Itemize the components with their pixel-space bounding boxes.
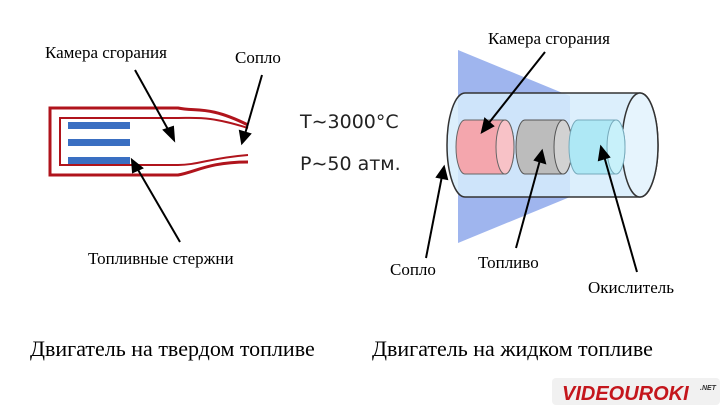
videouroki-logo: VIDEOUROKI .NET xyxy=(552,378,720,405)
formula-temperature: T∼3000°C xyxy=(299,111,399,133)
label-liquid-fuel: Топливо xyxy=(478,253,539,272)
fuel-rod xyxy=(68,157,130,164)
arrow-liquid-nozzle xyxy=(425,175,443,259)
label-liquid-chamber: Камера сгорания xyxy=(488,29,610,48)
label-liquid-nozzle: Сопло xyxy=(390,260,436,279)
arrowhead xyxy=(238,129,252,146)
label-solid-rods: Топливные стержни xyxy=(88,249,234,268)
arrowhead xyxy=(597,144,611,162)
tank-front-cap xyxy=(621,92,659,198)
arrowhead xyxy=(435,164,449,181)
arrowhead xyxy=(130,157,144,174)
arrow-liquid-chamber xyxy=(487,51,546,125)
arrowhead xyxy=(480,117,495,134)
arrowhead xyxy=(533,148,547,165)
caption-liquid-engine: Двигатель на жидком топливе xyxy=(372,336,653,361)
solid-engine-arrows xyxy=(130,69,263,243)
arrow-liquid-oxidizer xyxy=(603,155,638,273)
logo-background xyxy=(552,378,720,405)
arrow-liquid-fuel xyxy=(515,159,541,249)
solid-engine-inner-wall xyxy=(59,116,249,166)
formula-pressure: P∼50 атм. xyxy=(300,153,401,175)
label-liquid-oxidizer: Окислитель xyxy=(588,278,674,297)
fuel-rod xyxy=(68,139,130,146)
label-solid-nozzle: Сопло xyxy=(235,48,281,67)
liquid-engine-arrows xyxy=(425,51,638,273)
logo-suffix: .NET xyxy=(700,385,717,392)
solid-engine-body xyxy=(48,106,249,177)
solid-engine xyxy=(48,106,249,177)
oxidizer-cylinder-cap xyxy=(606,119,626,175)
logo-text: VIDEOUROKI xyxy=(562,383,689,405)
arrowhead xyxy=(162,125,176,143)
liquid-engine xyxy=(446,50,659,243)
fuel-rod xyxy=(68,122,130,129)
arrow-solid-rods xyxy=(136,167,181,243)
caption-solid-engine: Двигатель на твердом топливе xyxy=(30,336,315,361)
arrow-solid-nozzle xyxy=(244,74,263,135)
fuel-cylinder-red-cap xyxy=(495,119,515,175)
arrow-solid-chamber xyxy=(134,69,171,134)
label-solid-chamber: Камера сгорания xyxy=(45,43,167,62)
